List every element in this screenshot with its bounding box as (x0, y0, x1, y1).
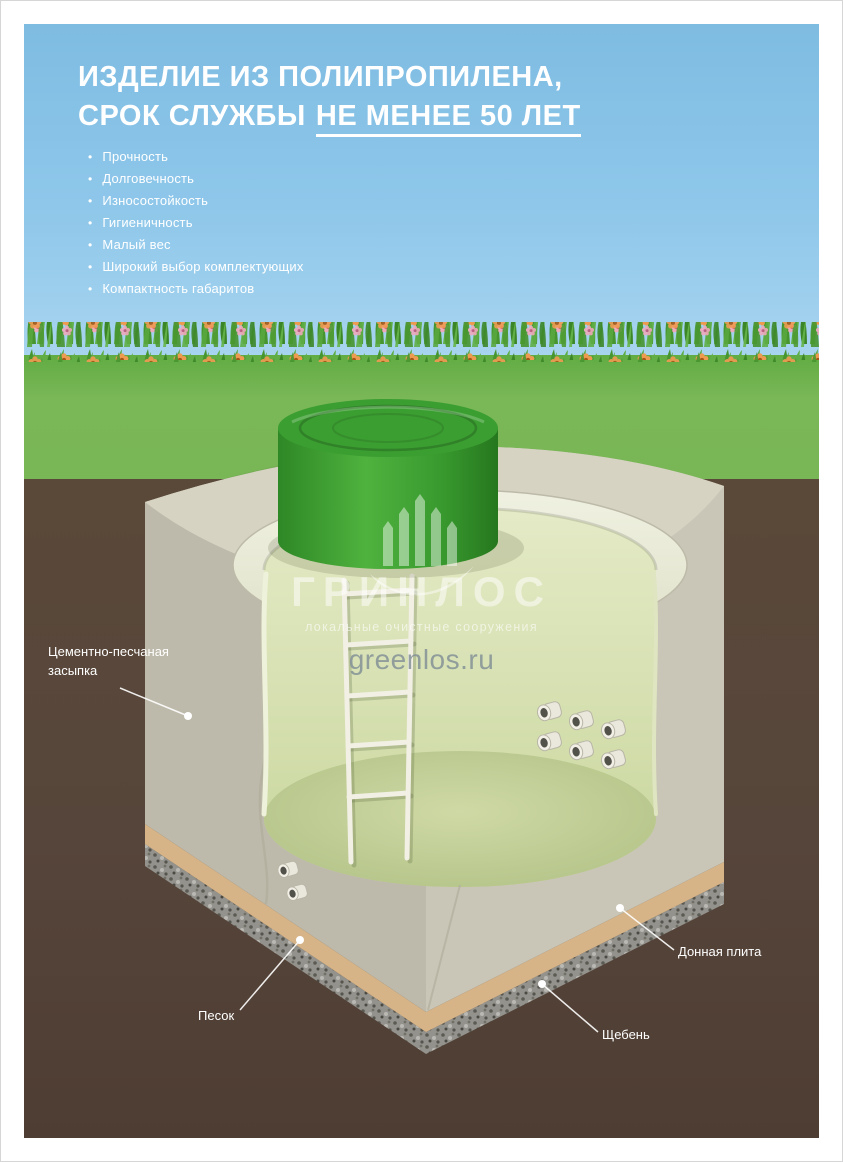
leader-dots (184, 712, 624, 988)
watermark: ГРИНЛОС локальные очистные сооружения gr… (24, 568, 819, 676)
grass-strip (24, 322, 819, 362)
title-line-2-underlined: НЕ МЕНЕЕ 50 ЛЕТ (315, 100, 581, 137)
label-gravel: Щебень (602, 1027, 650, 1042)
gravel-dot (538, 980, 546, 988)
feature-item: Гигиеничность (88, 212, 304, 234)
bottom-plate-dot (616, 904, 624, 912)
label-bottom-plate: Донная плита (678, 944, 762, 959)
feature-item: Компактность габаритов (88, 278, 304, 300)
feature-item: Долговечность (88, 168, 304, 190)
features-list: Прочность Долговечность Износостойкость … (88, 146, 304, 300)
bottom-plate-leader-line (619, 907, 675, 951)
title-line-2: СРОК СЛУЖБЫ НЕ МЕНЕЕ 50 ЛЕТ (78, 97, 581, 137)
access-lid (268, 399, 524, 578)
feature-item: Широкий выбор комплектующих (88, 256, 304, 278)
label-backfill: Цементно-песчаная засыпка (48, 644, 169, 678)
front-corner-seam (427, 884, 461, 1011)
watermark-brand: ГРИНЛОС (291, 568, 552, 615)
tank-floor (264, 751, 656, 887)
brand-crown-icon (370, 494, 474, 596)
cut-edge-left (261, 571, 269, 817)
sand-layer (145, 824, 724, 1032)
page-title: ИЗДЕЛИЕ ИЗ ПОЛИПРОПИЛЕНА, СРОК СЛУЖБЫ НЕ … (78, 58, 581, 137)
cut-edge-right (652, 572, 658, 816)
gravel-layer (145, 844, 724, 1054)
poster: ИЗДЕЛИЕ ИЗ ПОЛИПРОПИЛЕНА, СРОК СЛУЖБЫ НЕ … (24, 24, 819, 1138)
feature-item: Износостойкость (88, 190, 304, 212)
backfill-leader-line (119, 687, 189, 717)
feature-item: Прочность (88, 146, 304, 168)
sand-leader-line (239, 939, 301, 1011)
backfill-dot (184, 712, 192, 720)
feature-item: Малый вес (88, 234, 304, 256)
title-line-2-plain: СРОК СЛУЖБЫ (78, 100, 306, 132)
watermark-site: greenlos.ru (348, 644, 495, 675)
title-line-1: ИЗДЕЛИЕ ИЗ ПОЛИПРОПИЛЕНА, (78, 61, 563, 93)
installation-diagram (24, 322, 819, 1054)
sand-dot (296, 936, 304, 944)
label-sand: Песок (198, 1008, 235, 1023)
gravel-leader-line (541, 983, 599, 1033)
watermark-tagline: локальные очистные сооружения (305, 620, 538, 634)
ladder (341, 573, 418, 868)
leader-lines (119, 687, 675, 1033)
